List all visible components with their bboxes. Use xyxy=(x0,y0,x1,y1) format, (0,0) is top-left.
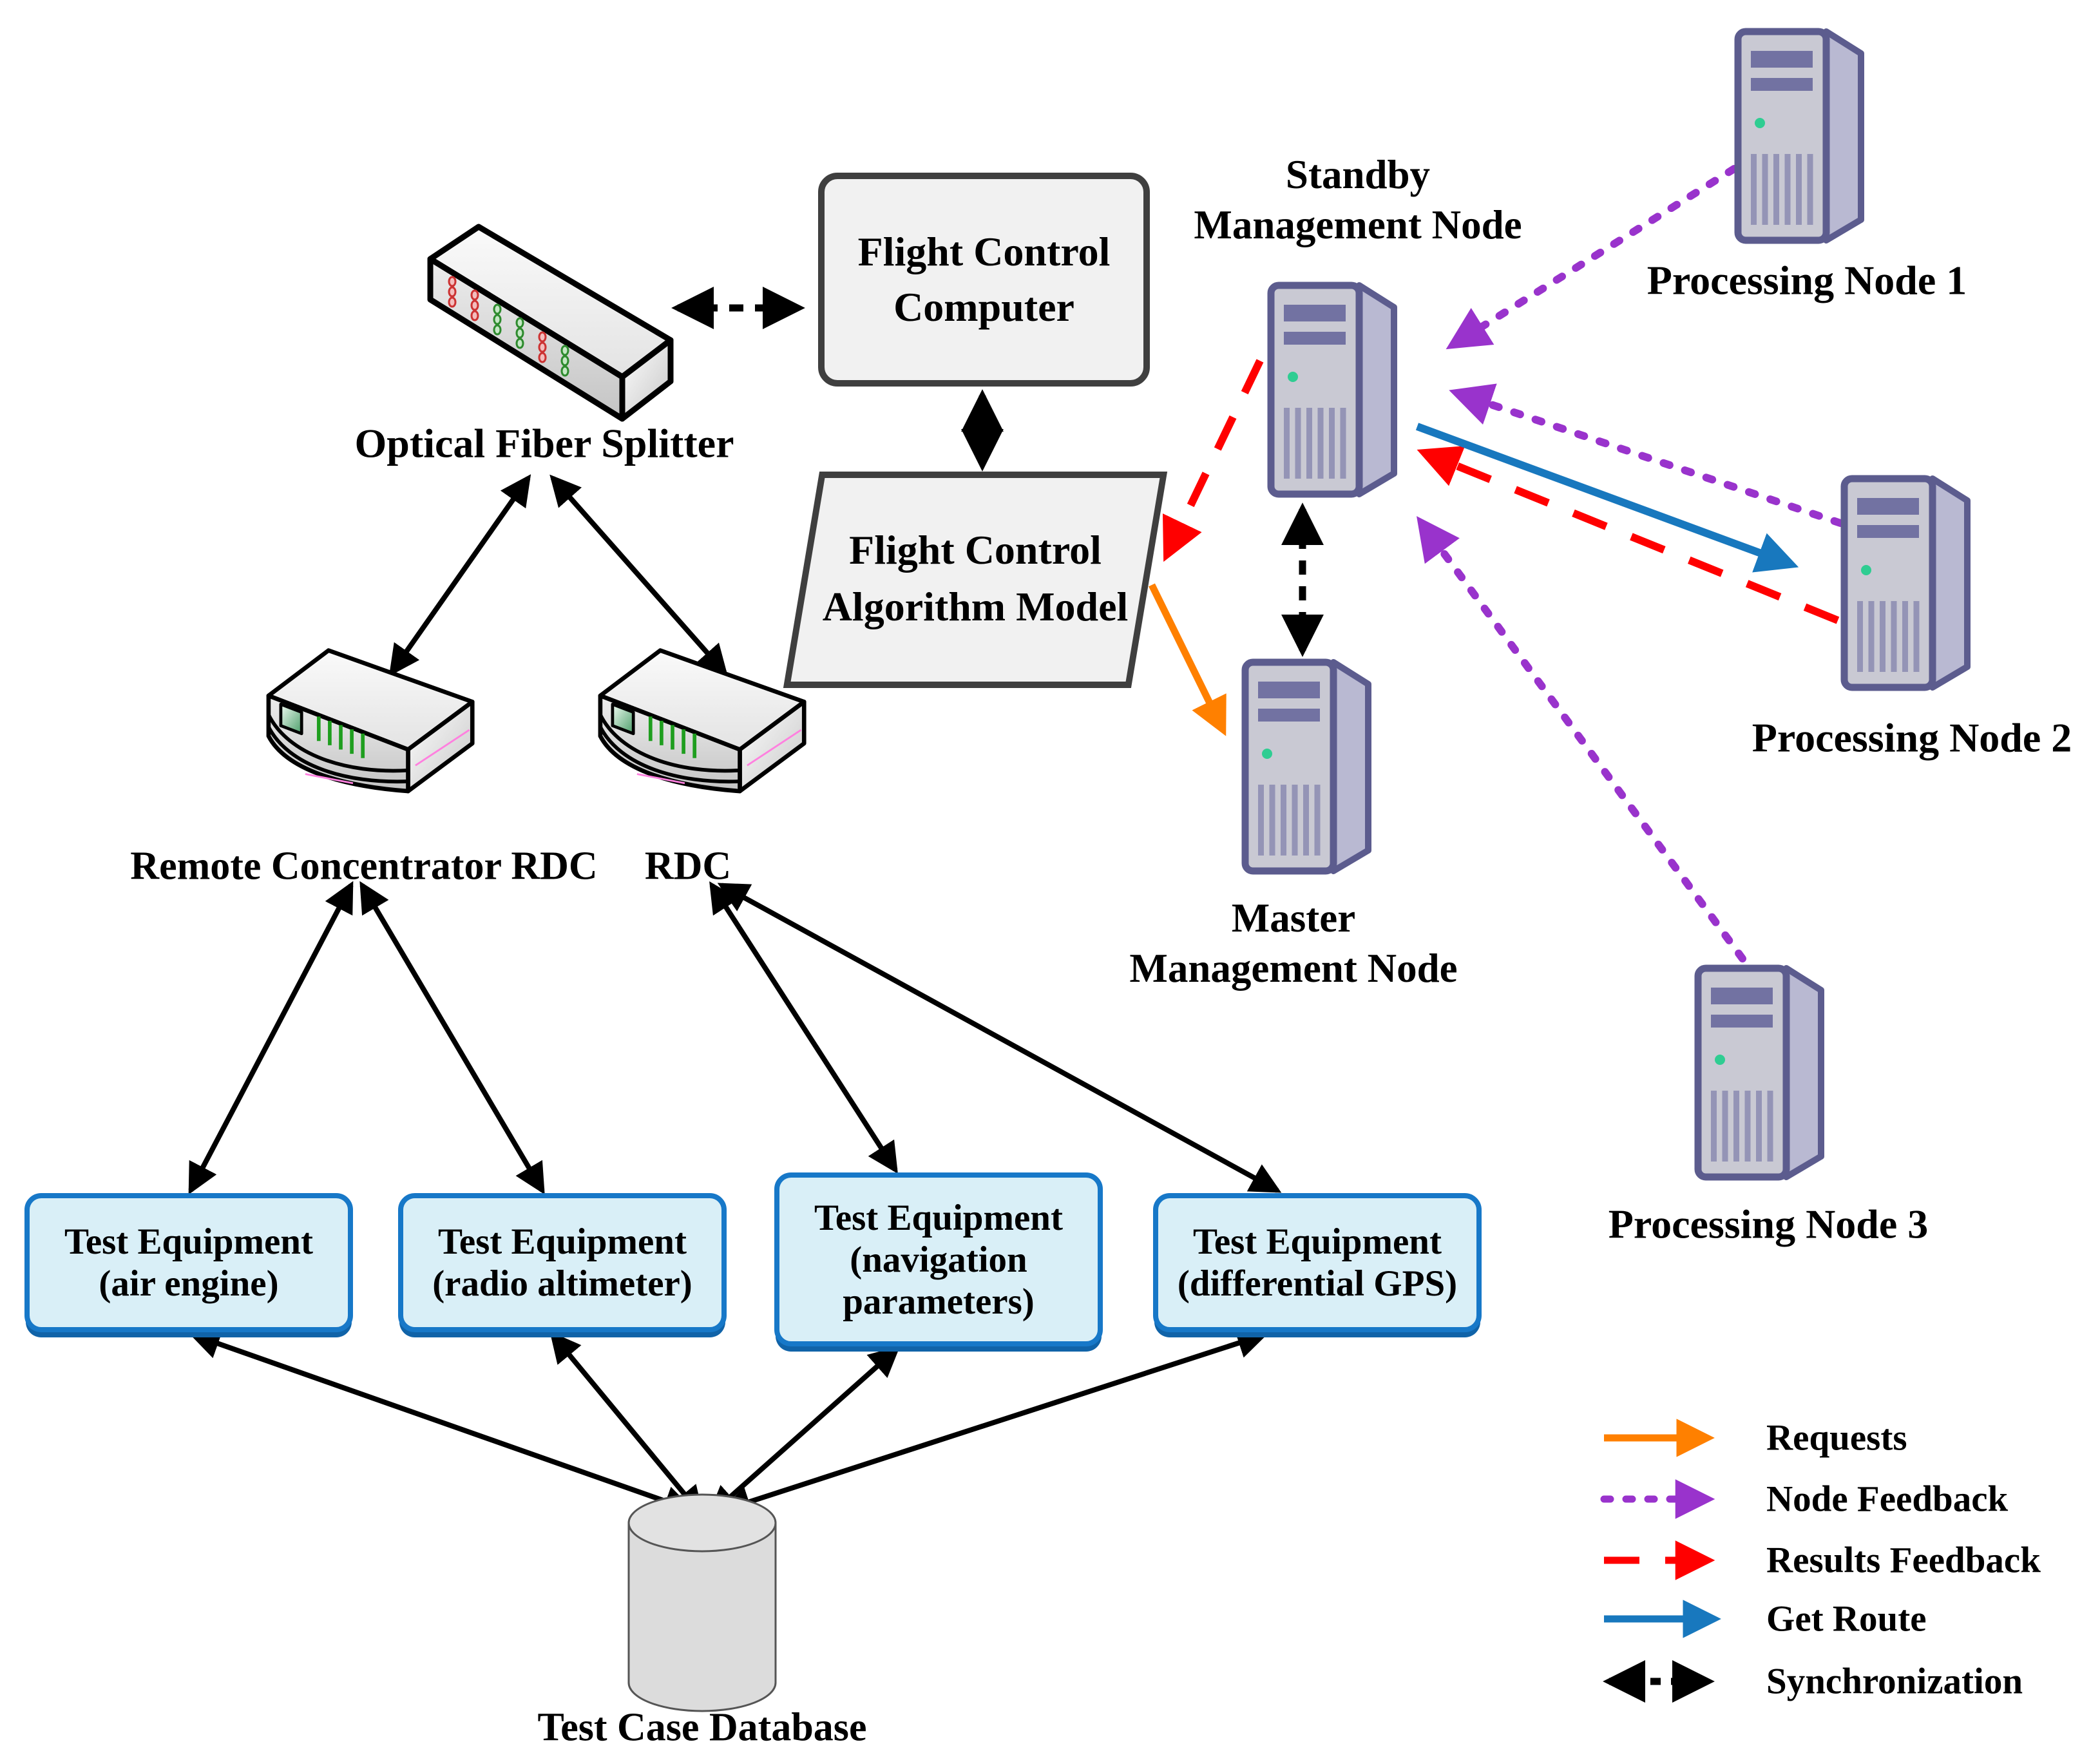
algorithm-model-line2: Algorithm Model xyxy=(822,584,1129,629)
legend-label-requests: Requests xyxy=(1766,1417,1907,1459)
requests-model-master xyxy=(1149,583,1227,736)
equip1-line1: Test Equipment xyxy=(64,1221,313,1262)
equip2-line2: (radio altimeter) xyxy=(432,1263,692,1304)
link-equip1-database xyxy=(189,1328,695,1516)
synchronization-arrows xyxy=(671,287,1324,657)
results-feedback-arrows xyxy=(1162,359,1840,624)
rdc-icon xyxy=(600,651,804,792)
test-equipment-differential-gps-box: Test Equipment (differential GPS) xyxy=(1153,1193,1482,1332)
processing-node-2-label: Processing Node 2 xyxy=(1752,714,2072,761)
equip4-line2: (differential GPS) xyxy=(1177,1263,1458,1304)
link-equip4-database xyxy=(720,1328,1268,1517)
remote-concentrator-rdc-icon xyxy=(269,651,472,792)
processing-node-3-label: Processing Node 3 xyxy=(1608,1201,1929,1247)
processing-node-1-icon xyxy=(1738,32,1861,240)
node-feedback-pn2-standby xyxy=(1449,383,1844,527)
master-line1: Master xyxy=(1231,895,1356,941)
master-management-node-label: Master Management Node xyxy=(1129,893,1457,993)
legend-samples xyxy=(1600,1419,1721,1703)
standby-management-node-label: Standby Management Node xyxy=(1194,149,1522,250)
legend-label-get-route: Get Route xyxy=(1766,1598,1927,1640)
link-rdc2-equip4 xyxy=(717,883,1282,1193)
equip1-line2: (air engine) xyxy=(99,1263,279,1304)
master-management-node-icon xyxy=(1245,662,1368,871)
test-case-database-label: Test Case Database xyxy=(537,1705,867,1750)
legend-label-synchronization: Synchronization xyxy=(1766,1661,2023,1702)
splitter-led-dots xyxy=(448,276,569,377)
flight-control-computer-line1: Flight Control xyxy=(857,229,1111,274)
test-equipment-radio-altimeter-box: Test Equipment (radio altimeter) xyxy=(398,1193,727,1332)
standby-line2: Management Node xyxy=(1194,202,1522,247)
equip2-line1: Test Equipment xyxy=(438,1221,687,1262)
equip3-line2: (navigation xyxy=(850,1239,1027,1280)
processing-node-1-label: Processing Node 1 xyxy=(1647,257,1967,303)
flight-control-computer-box: Flight Control Computer xyxy=(818,173,1150,387)
black-link-lines xyxy=(188,474,1282,1518)
link-rdc1-equip1 xyxy=(188,881,354,1195)
get-route-standby-pn2 xyxy=(1415,423,1799,573)
optical-fiber-splitter-label: Optical Fiber Splitter xyxy=(354,420,734,466)
test-equipment-air-engine-box: Test Equipment (air engine) xyxy=(24,1193,353,1332)
standby-line1: Standby xyxy=(1285,152,1431,197)
link-equip2-database xyxy=(549,1331,704,1518)
optical-fiber-splitter-icon xyxy=(427,224,674,422)
standby-management-node-icon xyxy=(1271,285,1394,494)
test-equipment-navigation-box: Test Equipment (navigation parameters) xyxy=(774,1172,1103,1346)
equip3-line3: parameters) xyxy=(843,1281,1035,1322)
remote-concentrator-rdc-label: Remote Concentrator RDC xyxy=(130,844,598,888)
test-case-database-icon xyxy=(627,1493,777,1712)
flight-control-algorithm-model-label: Flight Control Algorithm Model xyxy=(823,522,1129,635)
results-pn2-standby xyxy=(1417,446,1840,624)
rdc-label: RDC xyxy=(644,844,732,888)
flight-control-computer-line2: Computer xyxy=(893,284,1074,330)
link-splitter-rdc2 xyxy=(549,474,728,676)
legend-label-node-feedback: Node Feedback xyxy=(1766,1478,2009,1520)
equip4-line1: Test Equipment xyxy=(1193,1221,1442,1262)
master-line2: Management Node xyxy=(1129,946,1458,991)
processing-node-2-icon xyxy=(1844,479,1967,687)
legend-label-results-feedback: Results Feedback xyxy=(1766,1540,2041,1581)
node-feedback-pn1-standby xyxy=(1446,165,1738,350)
link-splitter-rdc1 xyxy=(388,474,531,676)
processing-node-3-icon xyxy=(1698,968,1821,1177)
node-feedback-pn3-standby xyxy=(1417,516,1746,962)
results-standby-model xyxy=(1162,359,1264,562)
equip3-line1: Test Equipment xyxy=(814,1197,1063,1238)
algorithm-model-line1: Flight Control xyxy=(849,527,1102,573)
link-rdc1-equip2 xyxy=(359,881,545,1195)
node-feedback-arrows xyxy=(1417,165,1844,962)
link-equip3-database xyxy=(707,1346,901,1517)
